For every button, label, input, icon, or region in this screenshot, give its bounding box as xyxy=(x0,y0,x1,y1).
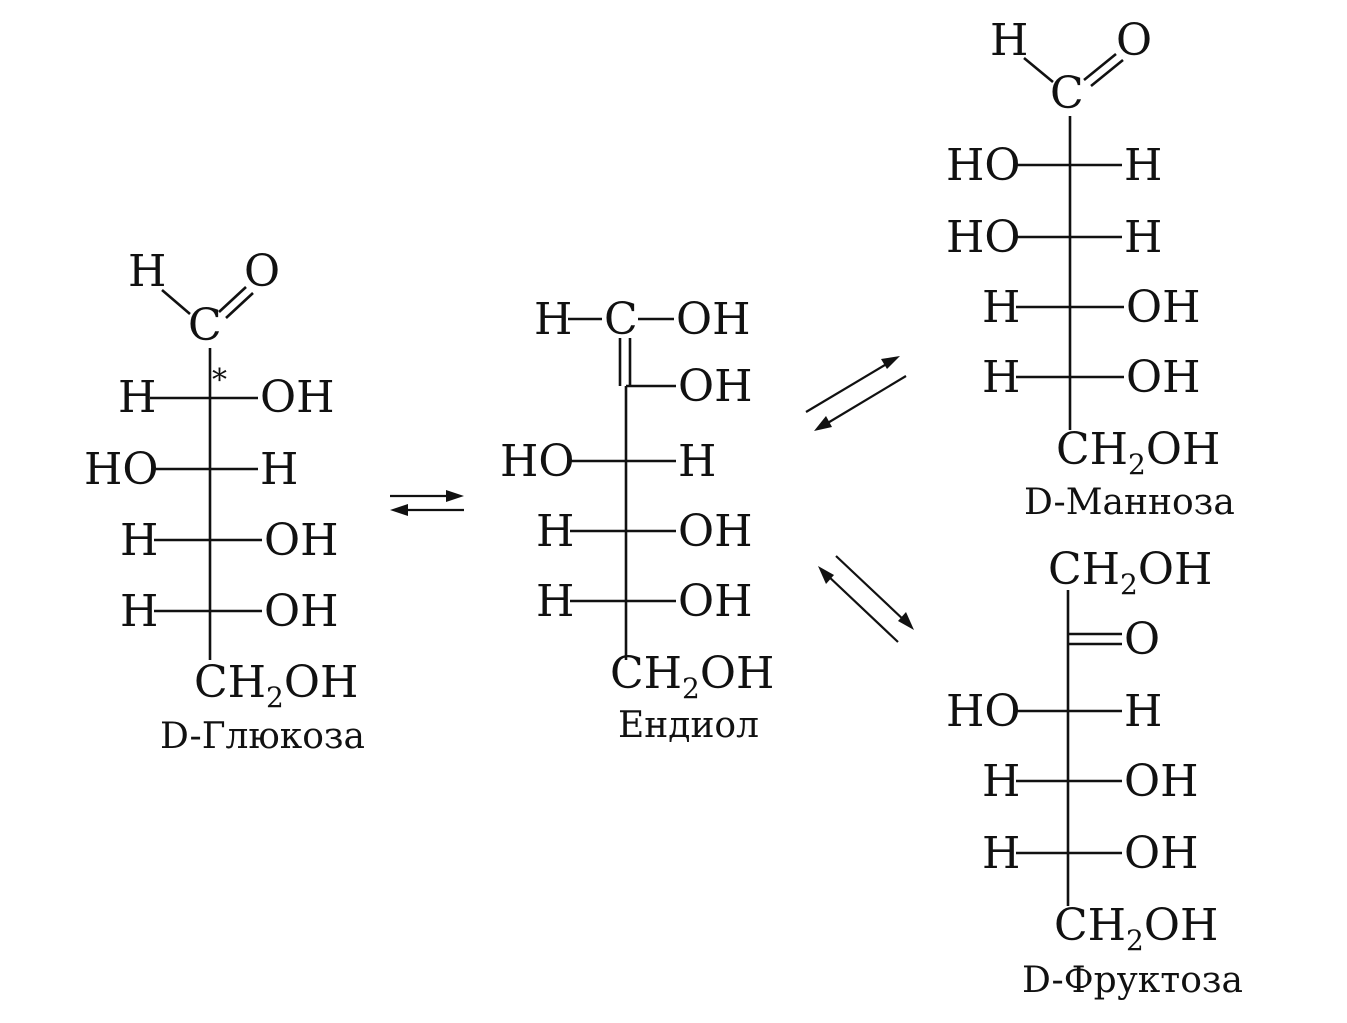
glucose-aldehyde-h: H xyxy=(128,246,166,297)
enediol-row2-right: OH xyxy=(678,506,752,557)
mannose-ch2oh-oh: OH xyxy=(1146,424,1220,475)
fructose-name: D-Фруктоза xyxy=(1022,960,1243,1001)
fructose-row3-left: H xyxy=(982,828,1020,879)
arrow-up-forward-line xyxy=(805,361,891,413)
glucose-row1-left: H xyxy=(118,372,156,423)
fructose-ch2oh-oh: OH xyxy=(1144,900,1218,951)
mannose-row4-right: OH xyxy=(1126,352,1200,403)
enediol-structure: H C OH OH HO H H OH H OH CH2OH Ендиол xyxy=(500,294,774,746)
mannose-aldehyde-c: C xyxy=(1050,68,1084,119)
mannose-ch-bond xyxy=(1023,56,1054,84)
mannose-row2-left: HO xyxy=(946,212,1020,263)
enediol-row3-left: H xyxy=(536,576,574,627)
glucose-name: D-Глюкоза xyxy=(160,716,365,757)
fructose-ch2oh-sub: 2 xyxy=(1126,924,1144,957)
mannose-row4-left: H xyxy=(982,352,1020,403)
arrow-down-forward-head xyxy=(898,612,914,630)
glucose-ch2oh-oh: OH xyxy=(284,657,358,708)
glucose-structure: H C O * H OH HO H H OH H OH CH2OH D-Глюк… xyxy=(84,246,365,757)
fructose-row2-left: H xyxy=(982,756,1020,807)
equilibrium-arrow-enediol-fructose xyxy=(818,555,914,643)
mannose-row2-right: H xyxy=(1124,212,1162,263)
enediol-row3-right: OH xyxy=(678,576,752,627)
equilibrium-arrow-glucose-enediol xyxy=(390,490,464,516)
mannose-structure: H C O HO H HO H H OH H OH CH2OH D-Манноз… xyxy=(946,15,1235,523)
enediol-row1-left: HO xyxy=(500,436,574,487)
fructose-row3-right: OH xyxy=(1124,828,1198,879)
fructose-top-ch: CH xyxy=(1048,544,1120,595)
glucose-ch2oh-sub: 2 xyxy=(266,681,284,714)
fructose-row1-left: HO xyxy=(946,686,1020,737)
mannose-row3-left: H xyxy=(982,282,1020,333)
arrow-up-back-line xyxy=(825,375,907,425)
arrow-forward-head xyxy=(446,490,464,502)
mannose-co-bond-1 xyxy=(1083,52,1117,82)
enediol-ch2oh-sub: 2 xyxy=(682,672,700,705)
glucose-row4-right: OH xyxy=(264,586,338,637)
arrow-down-back-line xyxy=(825,573,899,643)
arrow-up-forward-head xyxy=(881,356,900,369)
enediol-name: Ендиол xyxy=(618,705,759,746)
mannose-aldehyde-h: H xyxy=(990,15,1028,66)
mannose-name: D-Манноза xyxy=(1024,482,1235,523)
glucose-ch-bond xyxy=(161,289,191,315)
glucose-aldehyde-o: O xyxy=(244,246,280,297)
glucose-row1-right: OH xyxy=(260,372,334,423)
glucose-row2-left: HO xyxy=(84,444,158,495)
arrow-up-back-head xyxy=(814,416,832,431)
enediol-row1-right: H xyxy=(678,436,716,487)
enediol-top-c: C xyxy=(604,294,638,345)
mannose-ch2oh: CH2OH xyxy=(1056,424,1220,481)
glucose-aldehyde-c: C xyxy=(188,300,222,351)
fructose-top-sub: 2 xyxy=(1120,568,1138,601)
equilibrium-arrow-enediol-mannose xyxy=(805,356,907,431)
glucose-row4-left: H xyxy=(120,586,158,637)
glucose-ch2oh: CH2OH xyxy=(194,657,358,714)
enediol-ch2oh: CH2OH xyxy=(610,648,774,705)
enediol-ch2oh-ch: CH xyxy=(610,648,682,699)
fructose-top-oh: OH xyxy=(1138,544,1212,595)
glucose-row2-right: H xyxy=(260,444,298,495)
fructose-structure: CH2OH O HO H H OH H OH CH2OH D-Фруктоза xyxy=(946,544,1243,1001)
fructose-top-ch2oh: CH2OH xyxy=(1048,544,1212,601)
arrow-back-head xyxy=(390,504,408,516)
fructose-ch2oh-ch: CH xyxy=(1054,900,1126,951)
fructose-ch2oh: CH2OH xyxy=(1054,900,1218,957)
glucose-row3-right: OH xyxy=(264,515,338,566)
glucose-row3-left: H xyxy=(120,515,158,566)
enediol-ch2oh-oh: OH xyxy=(700,648,774,699)
fructose-row2-right: OH xyxy=(1124,756,1198,807)
enediol-top-oh: OH xyxy=(676,294,750,345)
glucose-co-bond-1 xyxy=(218,286,247,313)
mannose-aldehyde-o: O xyxy=(1116,15,1152,66)
glucose-ch2oh-ch: CH xyxy=(194,657,266,708)
mannose-row3-right: OH xyxy=(1126,282,1200,333)
enediol-row2-left: H xyxy=(536,506,574,557)
fructose-row1-right: H xyxy=(1124,686,1162,737)
glucose-chiral-mark: * xyxy=(212,363,227,398)
arrow-down-back-head xyxy=(818,566,834,584)
mannose-row1-right: H xyxy=(1124,140,1162,191)
glucose-co-bond-2 xyxy=(225,292,254,319)
arrow-down-forward-line xyxy=(835,555,907,623)
mannose-ch2oh-sub: 2 xyxy=(1128,448,1146,481)
mannose-row1-left: HO xyxy=(946,140,1020,191)
mannose-ch2oh-ch: CH xyxy=(1056,424,1128,475)
fructose-keto-o: O xyxy=(1124,614,1160,665)
enediol-c2-oh: OH xyxy=(678,361,752,412)
enediol-top-h: H xyxy=(534,294,572,345)
mannose-co-bond-2 xyxy=(1090,58,1124,88)
